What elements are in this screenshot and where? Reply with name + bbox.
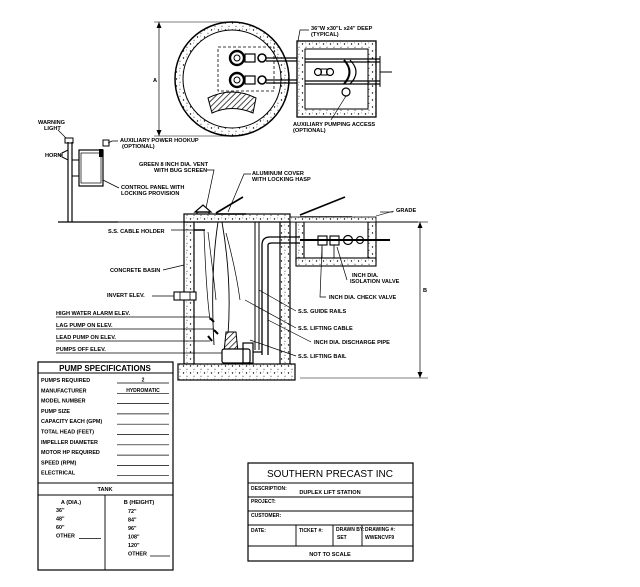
section-view: WARNING LIGHT HORN AUXILIARY POWER HOOKU… xyxy=(38,120,428,381)
tank-b-value: 108" xyxy=(128,535,140,541)
aux-pumping-label: AUXILIARY PUMPING ACCESS xyxy=(293,122,375,128)
section-pump xyxy=(221,331,262,364)
horn-label: HORN xyxy=(45,153,61,159)
drawn-by-value: SET xyxy=(337,535,347,541)
control-panel-label-2: LOCKING PROVISION xyxy=(121,191,179,197)
company-name: SOUTHERN PRECAST INC xyxy=(267,469,393,480)
isolation-valve-label: INCH DIA. xyxy=(352,273,379,279)
lifting-cable-label: S.S. LIFTING CABLE xyxy=(298,326,353,332)
control-panel-label: CONTROL PANEL WITH xyxy=(121,185,184,191)
vault-section-base xyxy=(295,257,377,267)
tank-a-value: OTHER xyxy=(56,534,75,540)
aluminum-cover-label: ALUMINUM COVER xyxy=(252,171,304,177)
valve-vault-note-typ: (TYPICAL) xyxy=(311,32,339,38)
spec-value: 2 xyxy=(142,378,145,384)
invert-elev-label: INVERT ELEV. xyxy=(107,293,145,299)
tank-b-value: 96" xyxy=(128,526,137,532)
high-water-label: HIGH WATER ALARM ELEV. xyxy=(56,311,131,317)
isolation-valve-label-2: ISOLATION VALVE xyxy=(350,279,400,285)
spec-value: HYDROMATIC xyxy=(126,388,160,394)
spec-label: PUMP SIZE xyxy=(41,409,70,415)
tank-b-value: OTHER xyxy=(128,552,147,558)
not-to-scale: NOT TO SCALE xyxy=(309,552,351,558)
warning-light-label: WARNING xyxy=(38,120,65,126)
dim-b-label: B xyxy=(423,288,427,294)
title-block: SOUTHERN PRECAST INC DESCRIPTION: DUPLEX… xyxy=(247,462,414,562)
aux-pumping-optional: (OPTIONAL) xyxy=(293,128,326,134)
project-label: PROJECT: xyxy=(251,499,276,505)
spec-label: TOTAL HEAD (FEET) xyxy=(41,430,94,436)
tank-b-value: 72" xyxy=(128,509,137,515)
drawing-value: WWENCVF9 xyxy=(365,535,394,541)
spec-label: IMPELLER DIAMETER xyxy=(41,440,98,446)
drawing-label: DRAWING #: xyxy=(365,527,395,533)
tank-col-a: A (DIA.) xyxy=(61,500,81,506)
ticket-label: TICKET #: xyxy=(299,528,323,534)
customer-label: CUSTOMER: xyxy=(251,513,282,519)
aux-power-optional: (OPTIONAL) xyxy=(122,144,155,150)
basin-base-slab xyxy=(177,363,296,381)
cable-holder-label: S.S. CABLE HOLDER xyxy=(108,229,165,235)
spec-label: MANUFACTURER xyxy=(41,388,87,394)
lead-pump-label: LEAD PUMP ON ELEV. xyxy=(56,335,116,341)
tank-b-values: 72" 84" 96" 108" 120" OTHER xyxy=(128,509,170,558)
concrete-basin-label: CONCRETE BASIN xyxy=(110,268,160,274)
tank-a-value: 36" xyxy=(56,508,65,514)
grade-label: GRADE xyxy=(396,208,416,214)
aluminum-cover-label-2: WITH LOCKING HASP xyxy=(252,177,311,183)
description-label: DESCRIPTION: xyxy=(251,486,287,492)
plan-pump-lower xyxy=(228,71,267,89)
tank-a-value: 48" xyxy=(56,517,65,523)
spec-label: MOTOR HP REQUIRED xyxy=(41,450,100,456)
spec-label: ELECTRICAL xyxy=(41,471,76,477)
spec-label: CAPACITY EACH (GPM) xyxy=(41,419,102,425)
dim-a-label: A xyxy=(153,78,157,84)
check-valve-label: INCH DIA. CHECK VALVE xyxy=(329,295,396,301)
discharge-pipe-label: INCH DIA. DISCHARGE PIPE xyxy=(314,340,390,346)
basin-inner xyxy=(182,29,282,129)
tank-b-value: 84" xyxy=(128,518,137,524)
pump-specs-title: PUMP SPECIFICATIONS xyxy=(59,364,151,373)
tank-b-value: 120" xyxy=(128,543,140,549)
vault-section-wall-right xyxy=(367,221,377,263)
drawn-by-label: DRAWN BY: xyxy=(336,527,365,533)
tank-a-values: 36" 48" 60" OTHER xyxy=(56,508,101,540)
aux-power-label: AUXILIARY POWER HOOKUP xyxy=(120,138,199,144)
guide-rails-label: S.S. GUIDE RAILS xyxy=(298,309,346,315)
warning-light-label-2: LIGHT xyxy=(44,126,61,132)
spec-label: PUMPS REQUIRED xyxy=(41,378,90,384)
lifting-bail-label: S.S. LIFTING BAIL xyxy=(298,354,347,360)
pumps-off-label: PUMPS OFF ELEV. xyxy=(56,347,106,353)
inlet-pipe xyxy=(173,291,197,301)
vault-section-wall-left xyxy=(295,221,305,263)
description-value: DUPLEX LIFT STATION xyxy=(299,490,360,496)
lag-pump-label: LAG PUMP ON ELEV. xyxy=(56,323,113,329)
plan-view: A 36"W x30"L x24" DEEP (TYPICAL) AUXILIA… xyxy=(153,21,392,137)
vent-label-2: WITH BUG SCREEN xyxy=(154,168,207,174)
spec-label: MODEL NUMBER xyxy=(41,399,86,405)
tank-title: TANK xyxy=(97,487,112,493)
spec-label: SPEED (RPM) xyxy=(41,460,77,466)
valve-vault-note: 36"W x30"L x24" DEEP xyxy=(311,26,373,32)
valve-vault-inner xyxy=(304,48,369,110)
tank-col-b: B (HEIGHT) xyxy=(124,500,155,506)
pump-specs-table: PUMP SPECIFICATIONS PUMPS REQUIRED 2MANUF… xyxy=(37,361,174,571)
access-hatch xyxy=(207,91,257,114)
tank-a-value: 60" xyxy=(56,525,65,531)
basin-top-slab xyxy=(183,213,291,223)
date-label: DATE: xyxy=(251,528,266,534)
vent-label: GREEN 8 INCH DIA. VENT xyxy=(139,162,209,168)
